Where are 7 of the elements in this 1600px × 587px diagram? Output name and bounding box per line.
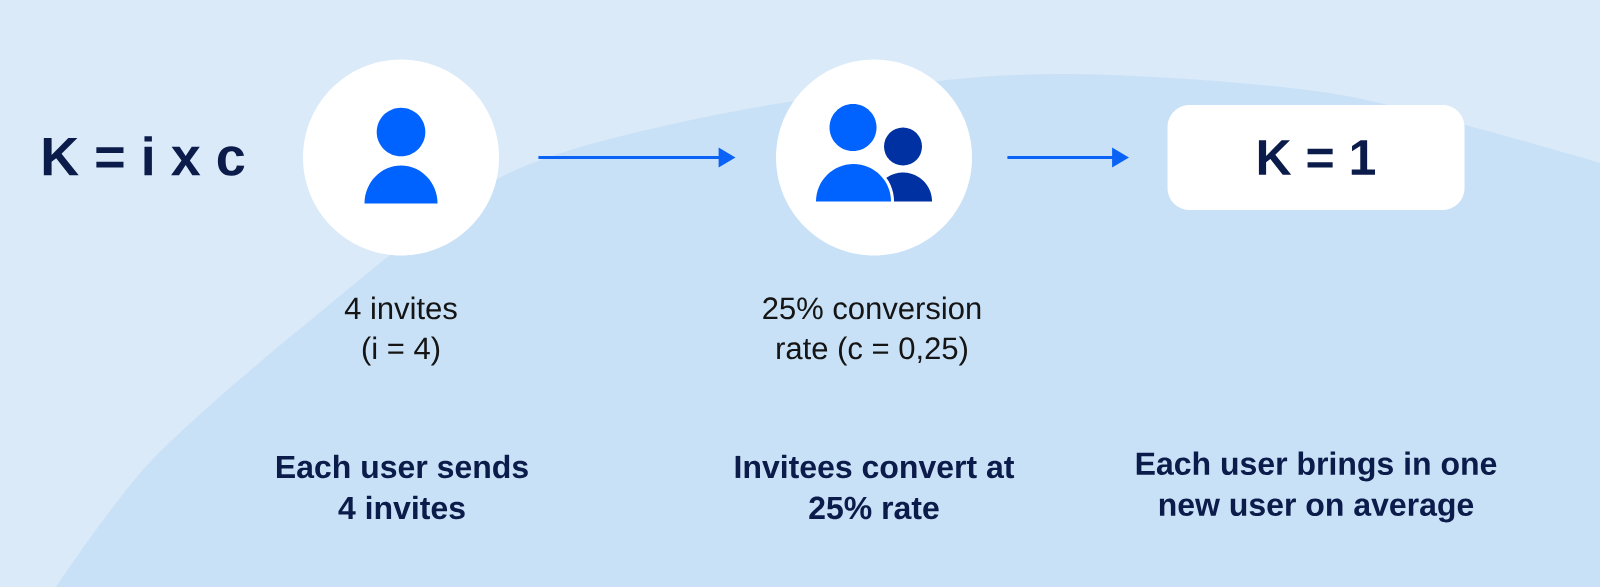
formula-text: K = i x c	[43, 136, 245, 176]
description-text: Invitees convert at 25% rate	[735, 454, 1015, 520]
description-text: Each user brings in one new user on average	[1136, 451, 1497, 523]
description-text: Each user sends 4 invites	[276, 454, 528, 520]
caption-text: 4 invites (i = 4)	[344, 296, 457, 366]
result-box: K = 1	[1167, 105, 1465, 210]
caption-text: 25% conversion rate (c = 0,25)	[763, 296, 981, 366]
